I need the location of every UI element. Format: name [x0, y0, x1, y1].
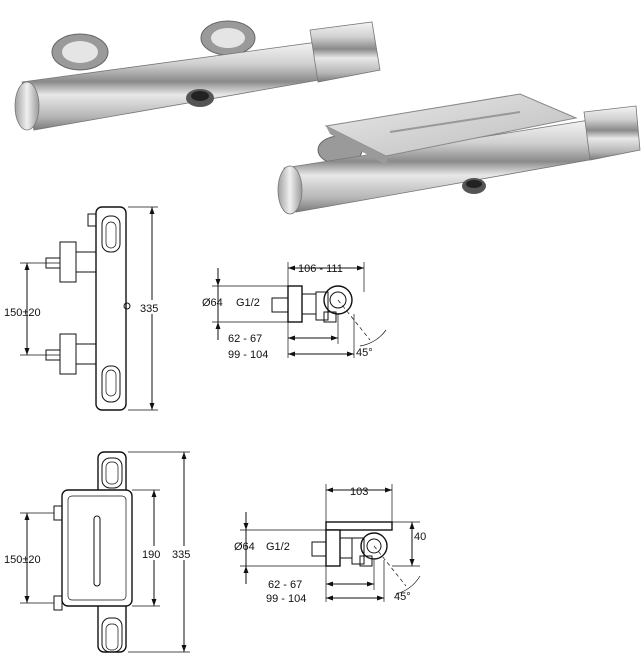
thread-label-2: G1/2	[266, 541, 290, 553]
shelf-height-dimension: 190	[142, 549, 160, 561]
diameter-label-1: Ø64	[202, 297, 223, 309]
thread-label-1: G1/2	[236, 297, 260, 309]
height-dimension-1: 335	[140, 303, 158, 315]
side-view-drawing-2	[240, 484, 421, 602]
angle-label-1: 45°	[356, 347, 373, 359]
width-range-dimension-1: 106 - 111	[298, 263, 343, 275]
height-dimension-2: 335	[172, 549, 190, 561]
spacing-dimension-1: 150±20	[4, 307, 41, 319]
front-view-drawing-1	[20, 206, 165, 411]
depth-a-dimension-1: 62 - 67	[228, 333, 262, 345]
angle-label-2: 45°	[394, 591, 411, 603]
depth-b-dimension-1: 99 - 104	[228, 349, 268, 361]
depth-a-dimension-2: 62 - 67	[268, 579, 302, 591]
shelf-thickness-dimension: 40	[414, 531, 426, 543]
shelf-depth-dimension: 103	[350, 486, 368, 498]
mixer-with-shelf-photo	[277, 93, 641, 215]
spacing-dimension-2: 150±20	[4, 554, 41, 566]
front-view-drawing-2	[20, 451, 197, 653]
side-view-drawing-1	[212, 262, 387, 358]
mixer-photo	[14, 20, 381, 131]
diameter-label-2: Ø64	[234, 541, 255, 553]
depth-b-dimension-2: 99 - 104	[266, 593, 306, 605]
